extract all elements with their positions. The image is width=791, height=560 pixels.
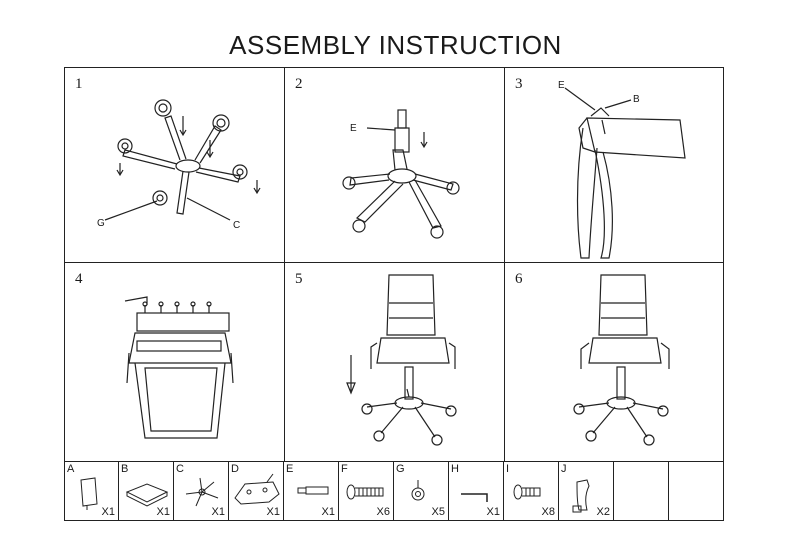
part-letter: E [286,463,294,475]
step-4-panel: 4 [64,262,285,462]
part-e: E X1 [283,461,339,521]
label-e: E [558,80,565,91]
part-qty: X1 [211,506,225,518]
part-empty-2 [668,461,724,521]
step-number: 6 [515,271,523,287]
gas-lift-insert-diagram: E [342,109,460,239]
part-letter: I [506,463,510,475]
step-3-panel: 3 E B [504,67,724,263]
part-qty: X6 [376,506,390,518]
step-5-panel: 5 [284,262,505,462]
chair-final-diagram [573,274,670,446]
part-i: I X8 [503,461,559,521]
caster-wheel-icon [411,480,425,501]
part-letter: H [451,463,459,475]
part-letter: C [176,463,184,475]
chair-assembled-diagram [346,274,457,446]
part-qty: X1 [156,506,170,518]
mechanism-attach-diagram [124,296,234,439]
part-qty: X1 [266,506,280,518]
part-qty: X2 [596,506,610,518]
part-letter: D [231,463,239,475]
part-letter: B [121,463,129,475]
step-number: 3 [515,76,523,92]
part-h: H X1 [448,461,504,521]
gas-lift-icon [297,486,329,495]
part-qty: X1 [486,506,500,518]
part-empty-1 [613,461,669,521]
page-title: ASSEMBLY INSTRUCTION [229,30,562,60]
long-bolt-icon [346,484,384,500]
part-b: B X1 [118,461,174,521]
step-1-panel: 1 G C [64,67,285,263]
part-qty: X1 [101,506,115,518]
short-bolt-icon [513,484,541,500]
armrest-icon [572,479,590,513]
label-b: B [633,94,640,105]
label-e: E [350,123,357,134]
part-letter: A [67,463,75,475]
label-c: C [233,220,240,231]
chair-back-icon [80,477,98,510]
instruction-grid: 1 G C 2 [64,67,724,521]
label-g: G [97,218,105,229]
step-number: 1 [75,76,83,92]
part-qty: X8 [541,506,555,518]
part-g: G X5 [393,461,449,521]
part-qty: X1 [321,506,335,518]
base-casters-diagram: G C [97,99,261,231]
seat-cushion-icon [125,483,169,507]
mechanism-plate-icon [234,473,280,505]
step-number: 5 [295,271,303,287]
allen-key-icon [461,493,488,502]
part-letter: G [396,463,405,475]
part-f: F X6 [338,461,394,521]
step-6-panel: 6 [504,262,724,462]
step-number: 4 [75,271,83,287]
part-j: J X2 [558,461,614,521]
step-2-panel: 2 E [284,67,505,263]
part-d: D X1 [228,461,284,521]
star-base-icon [185,477,219,507]
part-letter: F [341,463,348,475]
armrest-attach-diagram: E B [558,80,686,259]
part-c: C X1 [173,461,229,521]
part-letter: J [561,463,567,475]
part-qty: X5 [431,506,445,518]
part-a: A X1 [64,461,119,521]
step-number: 2 [295,76,303,92]
